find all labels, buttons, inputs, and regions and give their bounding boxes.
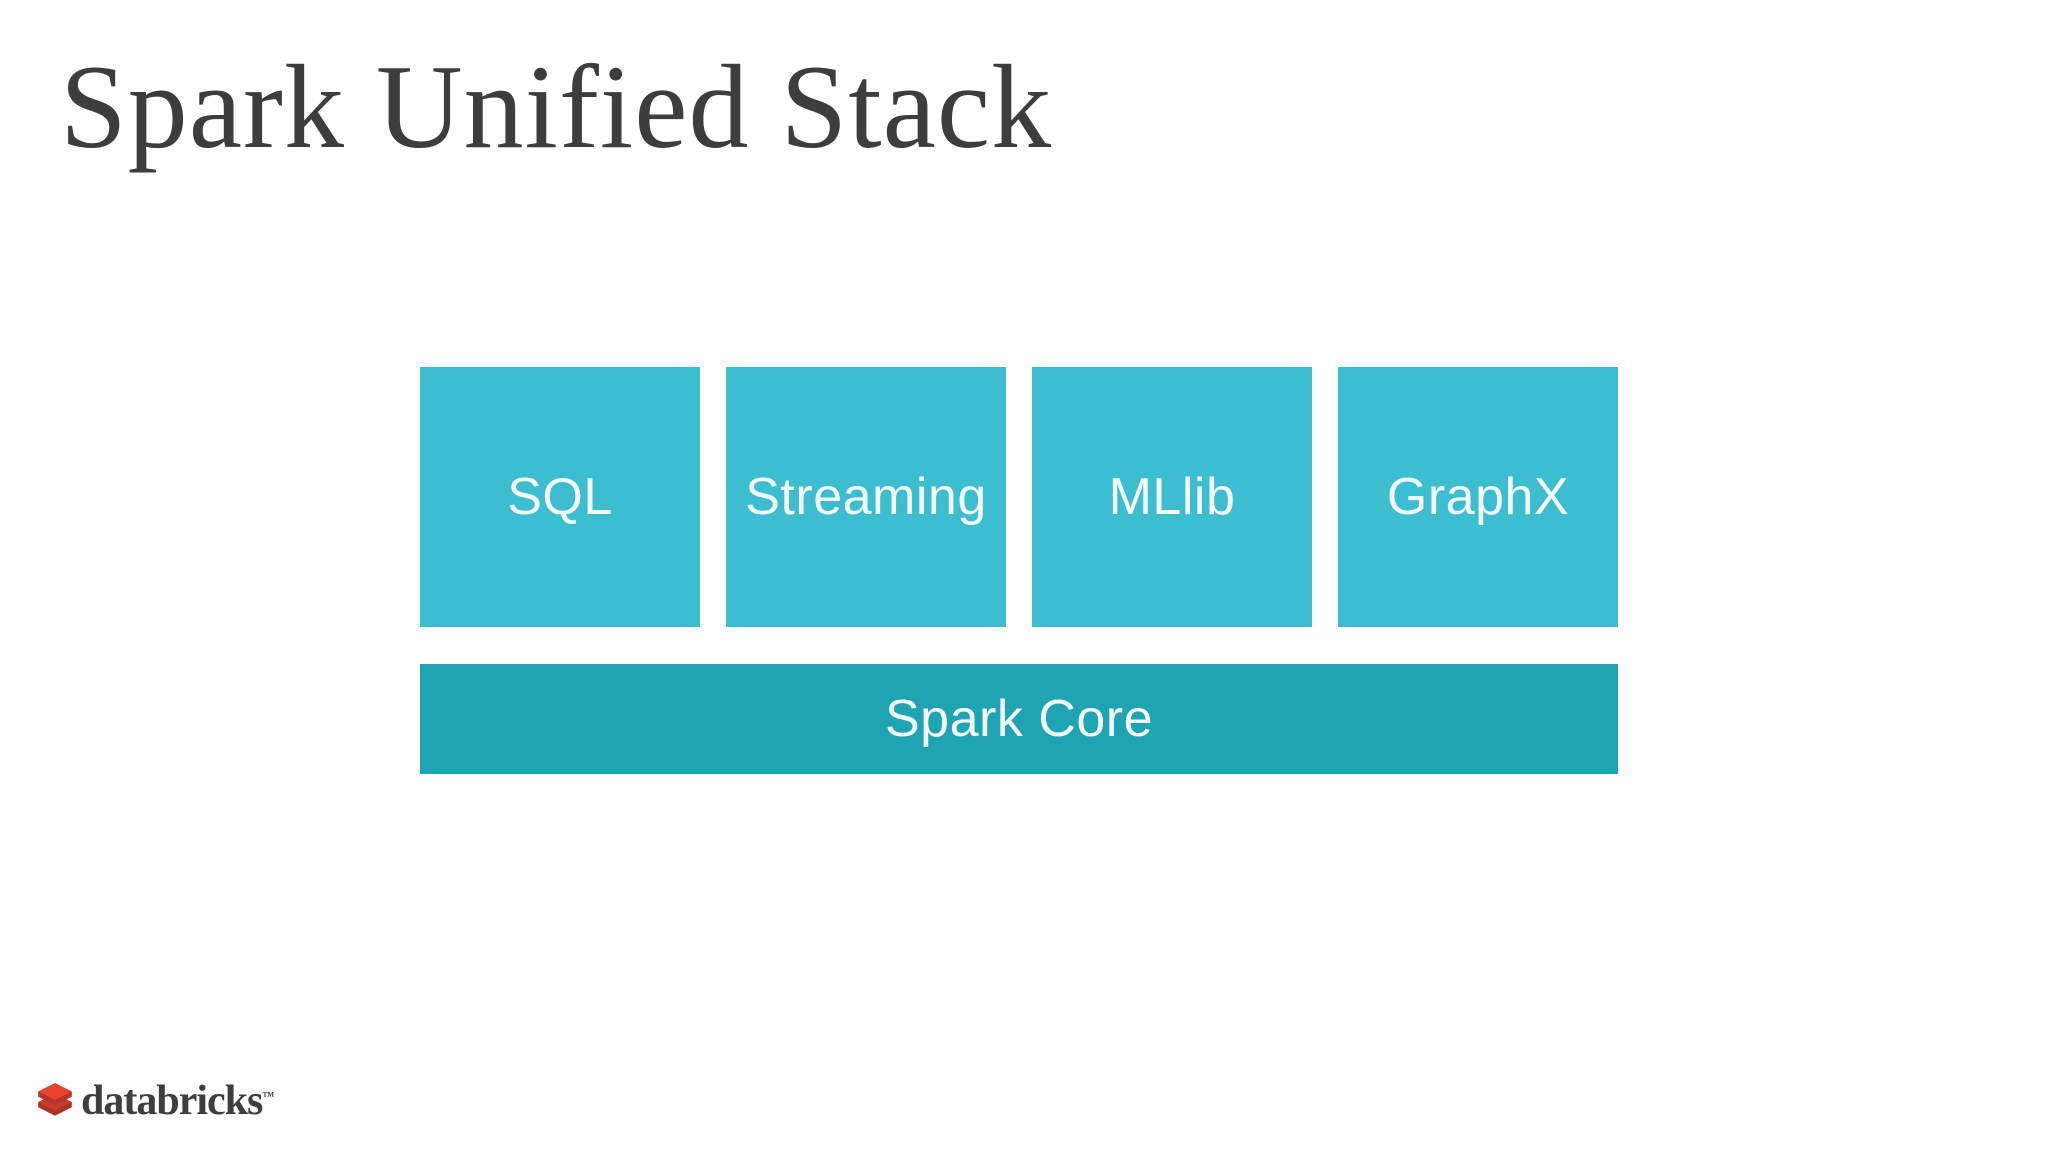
component-label-streaming: Streaming: [745, 468, 987, 526]
component-label-sql: SQL: [507, 468, 613, 526]
component-box-mllib: MLlib: [1032, 367, 1312, 627]
component-box-streaming: Streaming: [726, 367, 1006, 627]
databricks-wordmark-text: databricks: [81, 1078, 263, 1124]
component-label-mllib: MLlib: [1108, 468, 1236, 526]
component-box-sql: SQL: [420, 367, 700, 627]
component-label-graphx: GraphX: [1386, 468, 1570, 526]
component-box-graphx: GraphX: [1338, 367, 1618, 627]
component-row: SQL Streaming MLlib GraphX: [420, 367, 1618, 627]
spark-core-bar: Spark Core: [420, 664, 1618, 774]
databricks-logo: databricks™: [34, 1080, 274, 1122]
databricks-wordmark: databricks™: [81, 1080, 274, 1122]
spark-core-label: Spark Core: [885, 690, 1153, 748]
slide-title: Spark Unified Stack: [60, 40, 1053, 173]
trademark-symbol: ™: [262, 1089, 275, 1103]
databricks-stacked-layers-icon: [38, 1083, 72, 1116]
